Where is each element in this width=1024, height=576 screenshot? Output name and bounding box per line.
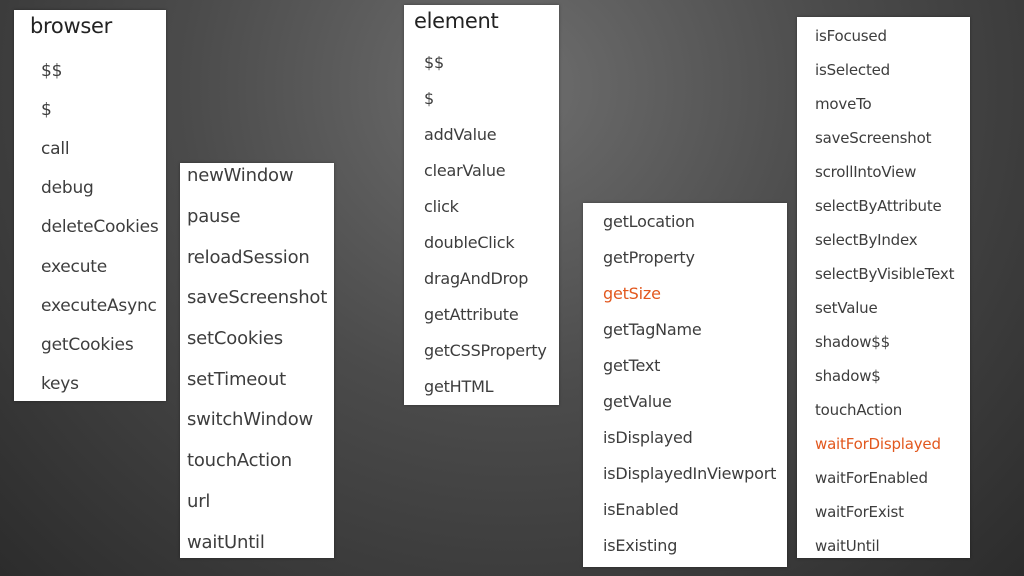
list-item: shadow$$ [815, 333, 890, 351]
list-item: getTagName [603, 320, 702, 339]
list-item: newWindow [187, 165, 294, 186]
list-item: getText [603, 356, 661, 375]
list-item: url [187, 491, 211, 512]
list-item-highlighted: waitForDisplayed [815, 435, 941, 453]
list-item: isSelected [815, 61, 891, 79]
card-title-browser: browser [30, 14, 112, 38]
list-item: getProperty [603, 248, 695, 267]
list-item: moveTo [815, 95, 872, 113]
list-item: debug [41, 178, 94, 198]
list-item: waitUntil [187, 532, 265, 553]
list-item: $ [424, 89, 434, 108]
list-item: call [41, 139, 70, 159]
list-item: dragAndDrop [424, 269, 529, 288]
list-item: saveScreenshot [815, 129, 932, 147]
list-item: waitForEnabled [815, 469, 928, 487]
list-item: touchAction [815, 401, 903, 419]
list-item: selectByVisibleText [815, 265, 955, 283]
card-title-element: element [414, 9, 499, 33]
list-item: execute [41, 257, 108, 277]
list-item: reloadSession [187, 247, 310, 268]
list-item: waitForExist [815, 503, 904, 521]
list-item: getHTML [424, 377, 494, 396]
element-commands-card: element $$ $ addValue clearValue click d… [404, 5, 559, 405]
list-item: getLocation [603, 212, 695, 231]
list-item: isDisplayed [603, 428, 693, 447]
list-item: setValue [815, 299, 878, 317]
list-item: getCookies [41, 335, 134, 355]
list-item: isEnabled [603, 500, 679, 519]
list-item: addValue [424, 125, 497, 144]
list-item: isDisplayedInViewport [603, 464, 777, 483]
list-item: getCSSProperty [424, 341, 547, 360]
list-item: clearValue [424, 161, 506, 180]
list-item: pause [187, 206, 241, 227]
list-item: executeAsync [41, 296, 157, 316]
list-item: scrollIntoView [815, 163, 917, 181]
list-item: waitUntil [815, 537, 880, 555]
list-item: keys [41, 374, 79, 394]
list-item-highlighted: getSize [603, 284, 661, 303]
list-item: setTimeout [187, 369, 287, 390]
list-item: $ [41, 100, 52, 120]
list-item: saveScreenshot [187, 287, 328, 308]
list-item: selectByAttribute [815, 197, 942, 215]
browser-commands-card: browser $$ $ call debug deleteCookies ex… [14, 10, 166, 401]
list-item: switchWindow [187, 409, 314, 430]
list-item: shadow$ [815, 367, 881, 385]
element-commands-card-continued: getLocation getProperty getSize getTagNa… [583, 203, 787, 567]
element-commands-card-continued-2: isFocused isSelected moveTo saveScreensh… [797, 17, 970, 558]
list-item: $$ [424, 53, 444, 72]
list-item: $$ [41, 61, 63, 81]
list-item: isFocused [815, 27, 887, 45]
list-item: touchAction [187, 450, 292, 471]
list-item: deleteCookies [41, 217, 159, 237]
list-item: setCookies [187, 328, 283, 349]
list-item: doubleClick [424, 233, 515, 252]
list-item: getAttribute [424, 305, 519, 324]
list-item: selectByIndex [815, 231, 918, 249]
browser-commands-card-continued: newWindow pause reloadSession saveScreen… [180, 163, 334, 558]
list-item: click [424, 197, 459, 216]
list-item: isExisting [603, 536, 678, 555]
list-item: getValue [603, 392, 672, 411]
